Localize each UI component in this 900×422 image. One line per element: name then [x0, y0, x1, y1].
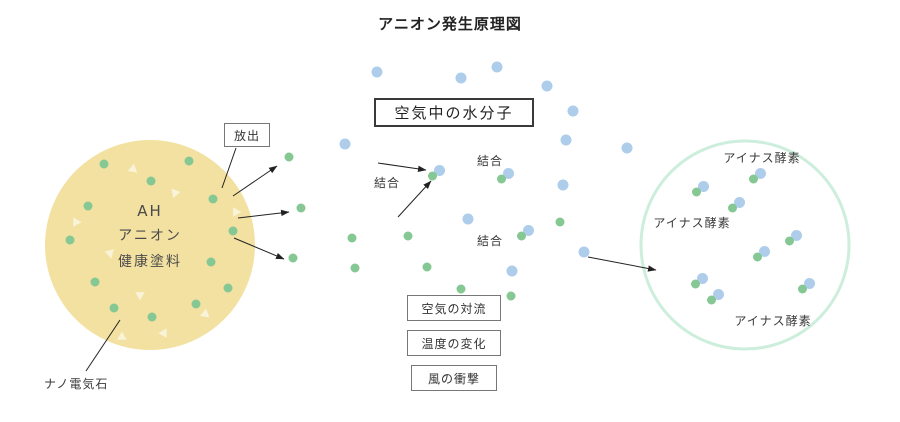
enzyme-pair-water: [713, 289, 724, 300]
anion-dot: [296, 203, 306, 213]
enzyme-label-top: アイナス酵素: [723, 151, 801, 165]
air-convection-box: 空気の対流: [407, 295, 501, 321]
bond-pair-anion: [428, 171, 437, 181]
water-molecule-dot: [491, 61, 503, 73]
water-molecule-dot: [462, 213, 474, 225]
flow-arrow: [377, 162, 427, 173]
tourmaline-triangle: [73, 217, 82, 227]
water-molecule-dot: [541, 80, 553, 92]
temperature-change-box: 温度の変化: [407, 330, 501, 356]
flow-arrow: [237, 209, 290, 219]
flow-arrow: [587, 256, 657, 272]
tourmaline-triangle: [171, 188, 181, 199]
anion-dot: [90, 277, 100, 287]
flow-arrow: [397, 180, 432, 218]
anion-dot: [422, 262, 432, 272]
wind-impact-box: 風の衝撃: [411, 365, 497, 391]
water-molecule-dot: [621, 142, 633, 154]
anion-dot: [99, 159, 109, 169]
paint-circle-label: AH アニオン 健康塗料: [75, 202, 225, 277]
enzyme-pair-anion: [692, 187, 701, 197]
water-molecule-dot: [371, 66, 383, 78]
anion-dot: [228, 226, 238, 236]
enzyme-pair-anion: [749, 174, 758, 184]
enzyme-pair-water: [734, 197, 745, 208]
flow-arrow: [232, 165, 278, 197]
tourmaline-triangle: [117, 331, 127, 340]
anion-dot: [284, 152, 294, 162]
connector-line: [85, 319, 121, 372]
anion-dot: [456, 284, 466, 294]
bond-pair-water: [523, 225, 534, 236]
anion-dot: [506, 291, 516, 301]
water-molecules-label: 空気中の水分子: [394, 104, 514, 122]
anion-dot: [223, 283, 233, 293]
tourmaline-triangle: [199, 308, 210, 318]
tourmaline-triangle: [233, 207, 242, 217]
air-convection-label: 空気の対流: [421, 301, 487, 316]
tourmaline-triangle: [158, 328, 167, 338]
water-molecule-dot: [339, 138, 351, 150]
water-molecule-dot: [455, 72, 467, 84]
enzyme-pair-water: [804, 278, 815, 289]
release-box: 放出: [224, 123, 270, 147]
enzyme-pair-water: [698, 181, 709, 192]
wind-impact-label: 風の衝撃: [427, 371, 480, 386]
tourmaline-label: ナノ電気石: [44, 377, 109, 391]
enzyme-pair-water: [759, 246, 770, 257]
enzyme-label-bottom: アイナス酵素: [734, 314, 812, 328]
paint-label-line2: アニオン: [118, 228, 182, 244]
tourmaline-triangle: [127, 163, 138, 173]
anion-dot: [555, 217, 565, 227]
enzyme-pair-anion: [691, 279, 700, 289]
tourmaline-triangle: [104, 249, 114, 259]
enzyme-pair-anion: [798, 284, 807, 294]
water-molecule-dot: [560, 134, 572, 146]
connector-line: [221, 147, 237, 189]
water-molecule-dot: [557, 179, 569, 191]
bond-pair-anion: [497, 174, 506, 184]
temperature-change-label: 温度の変化: [421, 336, 487, 351]
anion-dot: [147, 312, 157, 322]
bond-pair-water: [434, 165, 445, 176]
paint-circle: [45, 140, 255, 350]
enzyme-pair-anion: [753, 252, 762, 262]
water-molecule-dot: [506, 265, 518, 277]
tourmaline-triangle: [135, 292, 145, 301]
bond-pair-water: [503, 168, 514, 179]
release-label: 放出: [233, 128, 260, 143]
enzyme-label-left: アイナス酵素: [653, 216, 731, 230]
bond-pair-anion: [517, 231, 526, 241]
paint-label-line1: AH: [137, 202, 163, 220]
anion-dot: [288, 253, 298, 263]
bond-label-left: 結合: [373, 176, 400, 190]
anion-dot: [403, 231, 413, 241]
enzyme-pair-water: [755, 168, 766, 179]
enzyme-pair-anion: [707, 295, 716, 305]
diagram-title: アニオン発生原理図: [378, 15, 522, 33]
anion-dot: [350, 263, 360, 273]
anion-dot: [109, 303, 119, 313]
water-molecule-dot: [567, 105, 579, 117]
enzyme-pair-anion: [785, 236, 794, 246]
enzyme-pair-water: [697, 273, 708, 284]
anion-dot: [146, 176, 156, 186]
water-molecule-dot: [578, 246, 590, 258]
anion-dot: [65, 235, 75, 245]
anion-dot: [83, 201, 93, 211]
anion-dot: [191, 299, 201, 309]
anion-dot: [208, 194, 218, 204]
anion-dot: [184, 156, 194, 166]
water-molecules-box: 空気中の水分子: [374, 98, 534, 127]
bond-label-bottom: 結合: [476, 234, 503, 248]
anion-dot: [347, 233, 357, 243]
anion-dot: [206, 257, 216, 267]
enzyme-pair-anion: [728, 203, 737, 213]
paint-label-line3: 健康塗料: [118, 254, 182, 270]
flow-arrow: [233, 237, 285, 260]
bond-label-top: 結合: [476, 154, 503, 168]
enzyme-pair-water: [791, 230, 802, 241]
